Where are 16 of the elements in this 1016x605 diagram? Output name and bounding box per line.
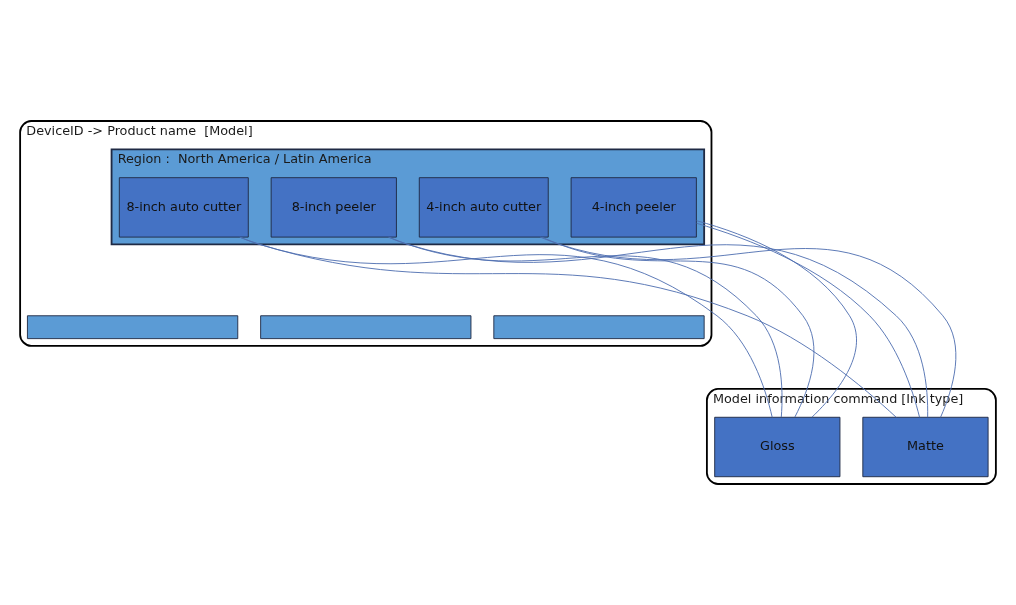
- node-box: 8-inch peeler: [270, 177, 397, 238]
- node-box: 4-inch peeler: [570, 177, 697, 238]
- node-box: Gloss: [714, 416, 841, 478]
- connector: [388, 236, 783, 418]
- connector: [696, 222, 920, 418]
- connector: [541, 236, 815, 418]
- node-box: [27, 315, 239, 340]
- connector: [539, 236, 957, 418]
- node-box: [260, 315, 472, 340]
- node-box: [493, 315, 705, 340]
- connector: [696, 220, 857, 418]
- connector: [388, 236, 929, 418]
- node-box: Matte: [862, 416, 989, 478]
- connector: [239, 236, 897, 418]
- node-box: 4-inch auto cutter: [418, 177, 549, 238]
- node-box: 8-inch auto cutter: [118, 177, 249, 238]
